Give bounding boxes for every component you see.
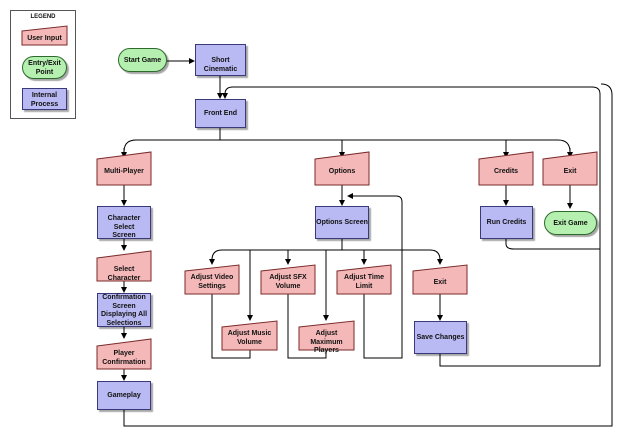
short-cinematic-label: Short Cinematic [203, 57, 238, 73]
legend-user-input-label: User Input [27, 35, 62, 42]
multi-player-label: Multi-Player [104, 168, 144, 175]
save-changes-label: Save Changes [416, 334, 465, 341]
legend-user-input: User Input [21, 25, 68, 46]
front-end-label: Front End [203, 110, 238, 117]
options-exit-node: Exit [412, 264, 468, 295]
adjust-video-settings-node: Adjust Video Settings [184, 264, 240, 295]
run-credits-node: Run Credits [480, 206, 533, 239]
select-character-node: Select Character [96, 250, 152, 282]
options-screen-node: Options Screen [315, 206, 369, 239]
credits-node: Credits [478, 151, 534, 186]
character-select-screen-node: Character Select Screen [97, 206, 151, 239]
run-credits-label: Run Credits [486, 219, 527, 226]
start-game-label: Start Game [123, 57, 162, 64]
adjust-sfx-volume-label: Adjust SFX Volume [269, 274, 307, 290]
adjust-time-limit-node: Adjust Time Limit [336, 264, 392, 295]
legend: LEGEND User Input Entry/Exit Point Inter… [10, 10, 76, 119]
short-cinematic-node: Short Cinematic [195, 44, 246, 76]
options-screen-label: Options Screen [316, 219, 368, 226]
save-changes-node: Save Changes [414, 321, 467, 354]
adjust-music-volume-node: Adjust Music Volume [221, 320, 278, 351]
start-game-node: Start Game [118, 48, 167, 72]
multi-player-node: Multi-Player [96, 151, 152, 186]
options-node: Options [314, 151, 370, 186]
adjust-time-limit-label: Adjust Time Limit [344, 274, 384, 290]
exit-game-label: Exit Game [553, 220, 588, 227]
player-confirmation-label: Player Confirmation [102, 350, 146, 366]
confirmation-screen-label: Confirmation Screen Displaying All Selec… [100, 294, 148, 327]
legend-internal-process: Internal Process [22, 88, 67, 110]
confirmation-screen-node: Confirmation Screen Displaying All Selec… [97, 293, 151, 327]
legend-title: LEGEND [30, 14, 56, 20]
player-confirmation-node: Player Confirmation [96, 338, 152, 370]
credits-label: Credits [493, 168, 519, 175]
adjust-sfx-volume-node: Adjust SFX Volume [260, 264, 316, 295]
adjust-video-settings-label: Adjust Video Settings [190, 274, 234, 290]
adjust-music-volume-label: Adjust Music Volume [227, 330, 272, 346]
legend-internal-process-label: Internal Process [30, 92, 59, 108]
legend-entry-exit: Entry/Exit Point [22, 56, 67, 79]
character-select-screen-label: Character Select Screen [107, 215, 141, 239]
exit-game-node: Exit Game [544, 211, 597, 235]
gameplay-node: Gameplay [97, 381, 151, 410]
options-label: Options [328, 168, 356, 175]
exit-node: Exit [542, 151, 598, 186]
adjust-maximum-players-label: Adjust Maximum Players [310, 330, 343, 354]
legend-entry-exit-label: Entry/Exit Point [28, 60, 61, 76]
options-exit-label: Exit [433, 279, 447, 286]
select-character-label: Select Character [107, 266, 141, 282]
adjust-maximum-players-node: Adjust Maximum Players [298, 320, 355, 354]
exit-label: Exit [563, 168, 577, 175]
gameplay-label: Gameplay [107, 392, 141, 399]
front-end-node: Front End [195, 99, 246, 128]
